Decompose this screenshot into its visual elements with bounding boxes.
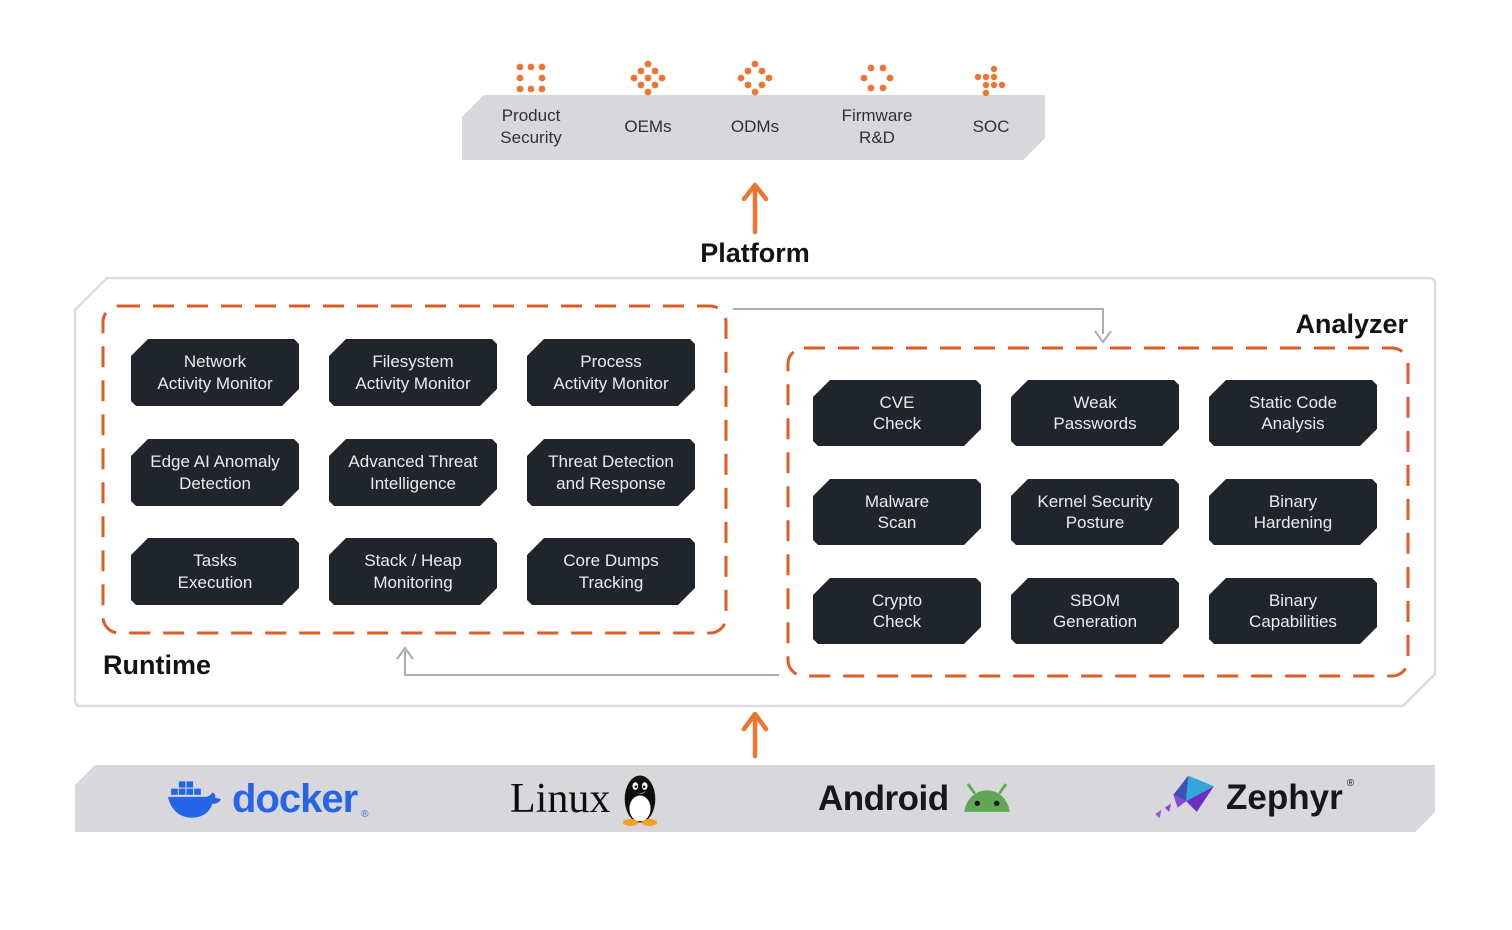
runtime-label: Runtime (103, 650, 211, 680)
segment-label: SOC (972, 117, 1010, 137)
analyzer-box-kernel-security-posture: Kernel Security Posture (1011, 479, 1179, 545)
zephyr-registered-mark: ® (1346, 778, 1355, 789)
runtime-box-filesystem-activity-monitor: Filesystem Activity Monitor (329, 339, 497, 406)
docker-label: docker (232, 776, 358, 821)
chip-line: Malware (864, 491, 930, 511)
os-support-bar (75, 765, 1435, 832)
segment-label: OEMs (624, 117, 672, 137)
android-label: Android (818, 779, 949, 818)
segment-firmware-rd: Firmware R&D (827, 100, 927, 154)
chip-line: Intelligence (369, 473, 456, 493)
chip-line: Generation (1052, 612, 1138, 631)
runtime-box-network-activity-monitor: Network Activity Monitor (131, 339, 299, 406)
android-logo: Android (818, 776, 1015, 822)
chip-line: Check (872, 414, 922, 433)
segment-odms: ODMs (715, 100, 795, 154)
docker-registered-mark: ® (361, 809, 369, 820)
chip-line: Posture (1065, 513, 1125, 532)
customer-segments-bar (462, 95, 1045, 160)
chip-line: Threat Detection (548, 452, 674, 472)
chip-line: Network (183, 352, 247, 372)
analyzer-box-cve-check: CVE Check (813, 380, 981, 446)
docker-whale-icon (168, 781, 221, 818)
segment-label: Firmware R&D (841, 106, 913, 147)
chip-line: Binary (1268, 491, 1318, 511)
chip-line: CVE (879, 392, 915, 412)
analyzer-box-binary-hardening: Binary Hardening (1209, 479, 1377, 545)
dots-diamond-filled-icon (630, 60, 666, 96)
chip-line: Tasks (193, 551, 237, 571)
chip-line: Analysis (1261, 414, 1325, 433)
analyzer-label: Analyzer (1295, 309, 1408, 339)
chip-line: Core Dumps (563, 551, 659, 571)
android-robot-icon (964, 783, 1010, 812)
chip-line: Monitoring (373, 572, 453, 592)
runtime-box-threat-detection-response: Threat Detection and Response (527, 439, 695, 506)
analyzer-to-runtime-arrow (396, 646, 779, 676)
runtime-box-core-dumps-tracking: Core Dumps Tracking (527, 538, 695, 605)
chip-line: Edge AI Anomaly (150, 452, 280, 472)
linux-logo: Linux (510, 768, 660, 830)
runtime-box-edge-ai-anomaly-detection: Edge AI Anomaly Detection (131, 439, 299, 506)
chip-line: Filesystem (372, 352, 454, 372)
analyzer-box-malware-scan: Malware Scan (813, 479, 981, 545)
chip-line: Binary (1268, 590, 1318, 610)
runtime-box-stack-heap-monitoring: Stack / Heap Monitoring (329, 538, 497, 605)
chip-line: Process (580, 352, 642, 372)
segment-label: ODMs (730, 117, 780, 137)
chip-line: Detection (179, 473, 251, 493)
chip-line: Execution (177, 572, 253, 592)
chip-line: Tracking (578, 572, 644, 592)
dots-square-icon (516, 63, 546, 93)
chip-line: Kernel Security (1037, 491, 1153, 511)
chip-line: Activity Monitor (157, 373, 273, 393)
dots-arrow-icon (974, 65, 1006, 97)
chip-line: Advanced Threat (348, 452, 478, 472)
platform-label: Platform (700, 238, 810, 268)
chip-line: Hardening (1253, 513, 1333, 532)
docker-logo: docker ® (168, 770, 369, 828)
chip-line: SBOM (1069, 590, 1121, 610)
runtime-box-tasks-execution: Tasks Execution (131, 538, 299, 605)
segment-oems: OEMs (608, 100, 688, 154)
dots-diamond-outline-icon (737, 60, 773, 96)
runtime-box-process-activity-monitor: Process Activity Monitor (527, 339, 695, 406)
chip-line: Weak (1073, 392, 1117, 412)
chip-line: Capabilities (1249, 612, 1337, 631)
chip-line: Crypto (871, 590, 923, 610)
segment-soc: SOC (951, 100, 1031, 154)
linux-label: Linux (510, 776, 611, 822)
runtime-box-advanced-threat-intelligence: Advanced Threat Intelligence (329, 439, 497, 506)
chip-line: Check (872, 612, 922, 631)
tux-penguin-icon (623, 775, 658, 827)
chip-line: Activity Monitor (355, 373, 471, 393)
analyzer-box-weak-passwords: Weak Passwords (1011, 380, 1179, 446)
analyzer-box-binary-capabilities: Binary Capabilities (1209, 578, 1377, 644)
zephyr-logo: Zephyr ® (1152, 770, 1354, 826)
chip-line: Activity Monitor (553, 373, 669, 393)
analyzer-box-sbom-generation: SBOM Generation (1011, 578, 1179, 644)
segment-label: Product Security (500, 106, 562, 147)
analyzer-box-crypto-check: Crypto Check (813, 578, 981, 644)
analyzer-box-static-code-analysis: Static Code Analysis (1209, 380, 1377, 446)
zephyr-kite-icon (1155, 775, 1214, 819)
chip-line: and Response (556, 473, 666, 493)
chip-line: Passwords (1053, 414, 1137, 433)
segment-product-security: Product Security (476, 100, 586, 154)
chip-line: Static Code (1249, 392, 1337, 412)
dots-brackets-icon (860, 64, 894, 92)
zephyr-label: Zephyr (1226, 778, 1343, 817)
chip-line: Stack / Heap (364, 551, 462, 571)
platform-up-arrow (741, 182, 769, 235)
osbar-up-arrow (741, 711, 769, 759)
runtime-to-analyzer-arrow (733, 308, 1112, 344)
chip-line: Scan (877, 513, 917, 532)
